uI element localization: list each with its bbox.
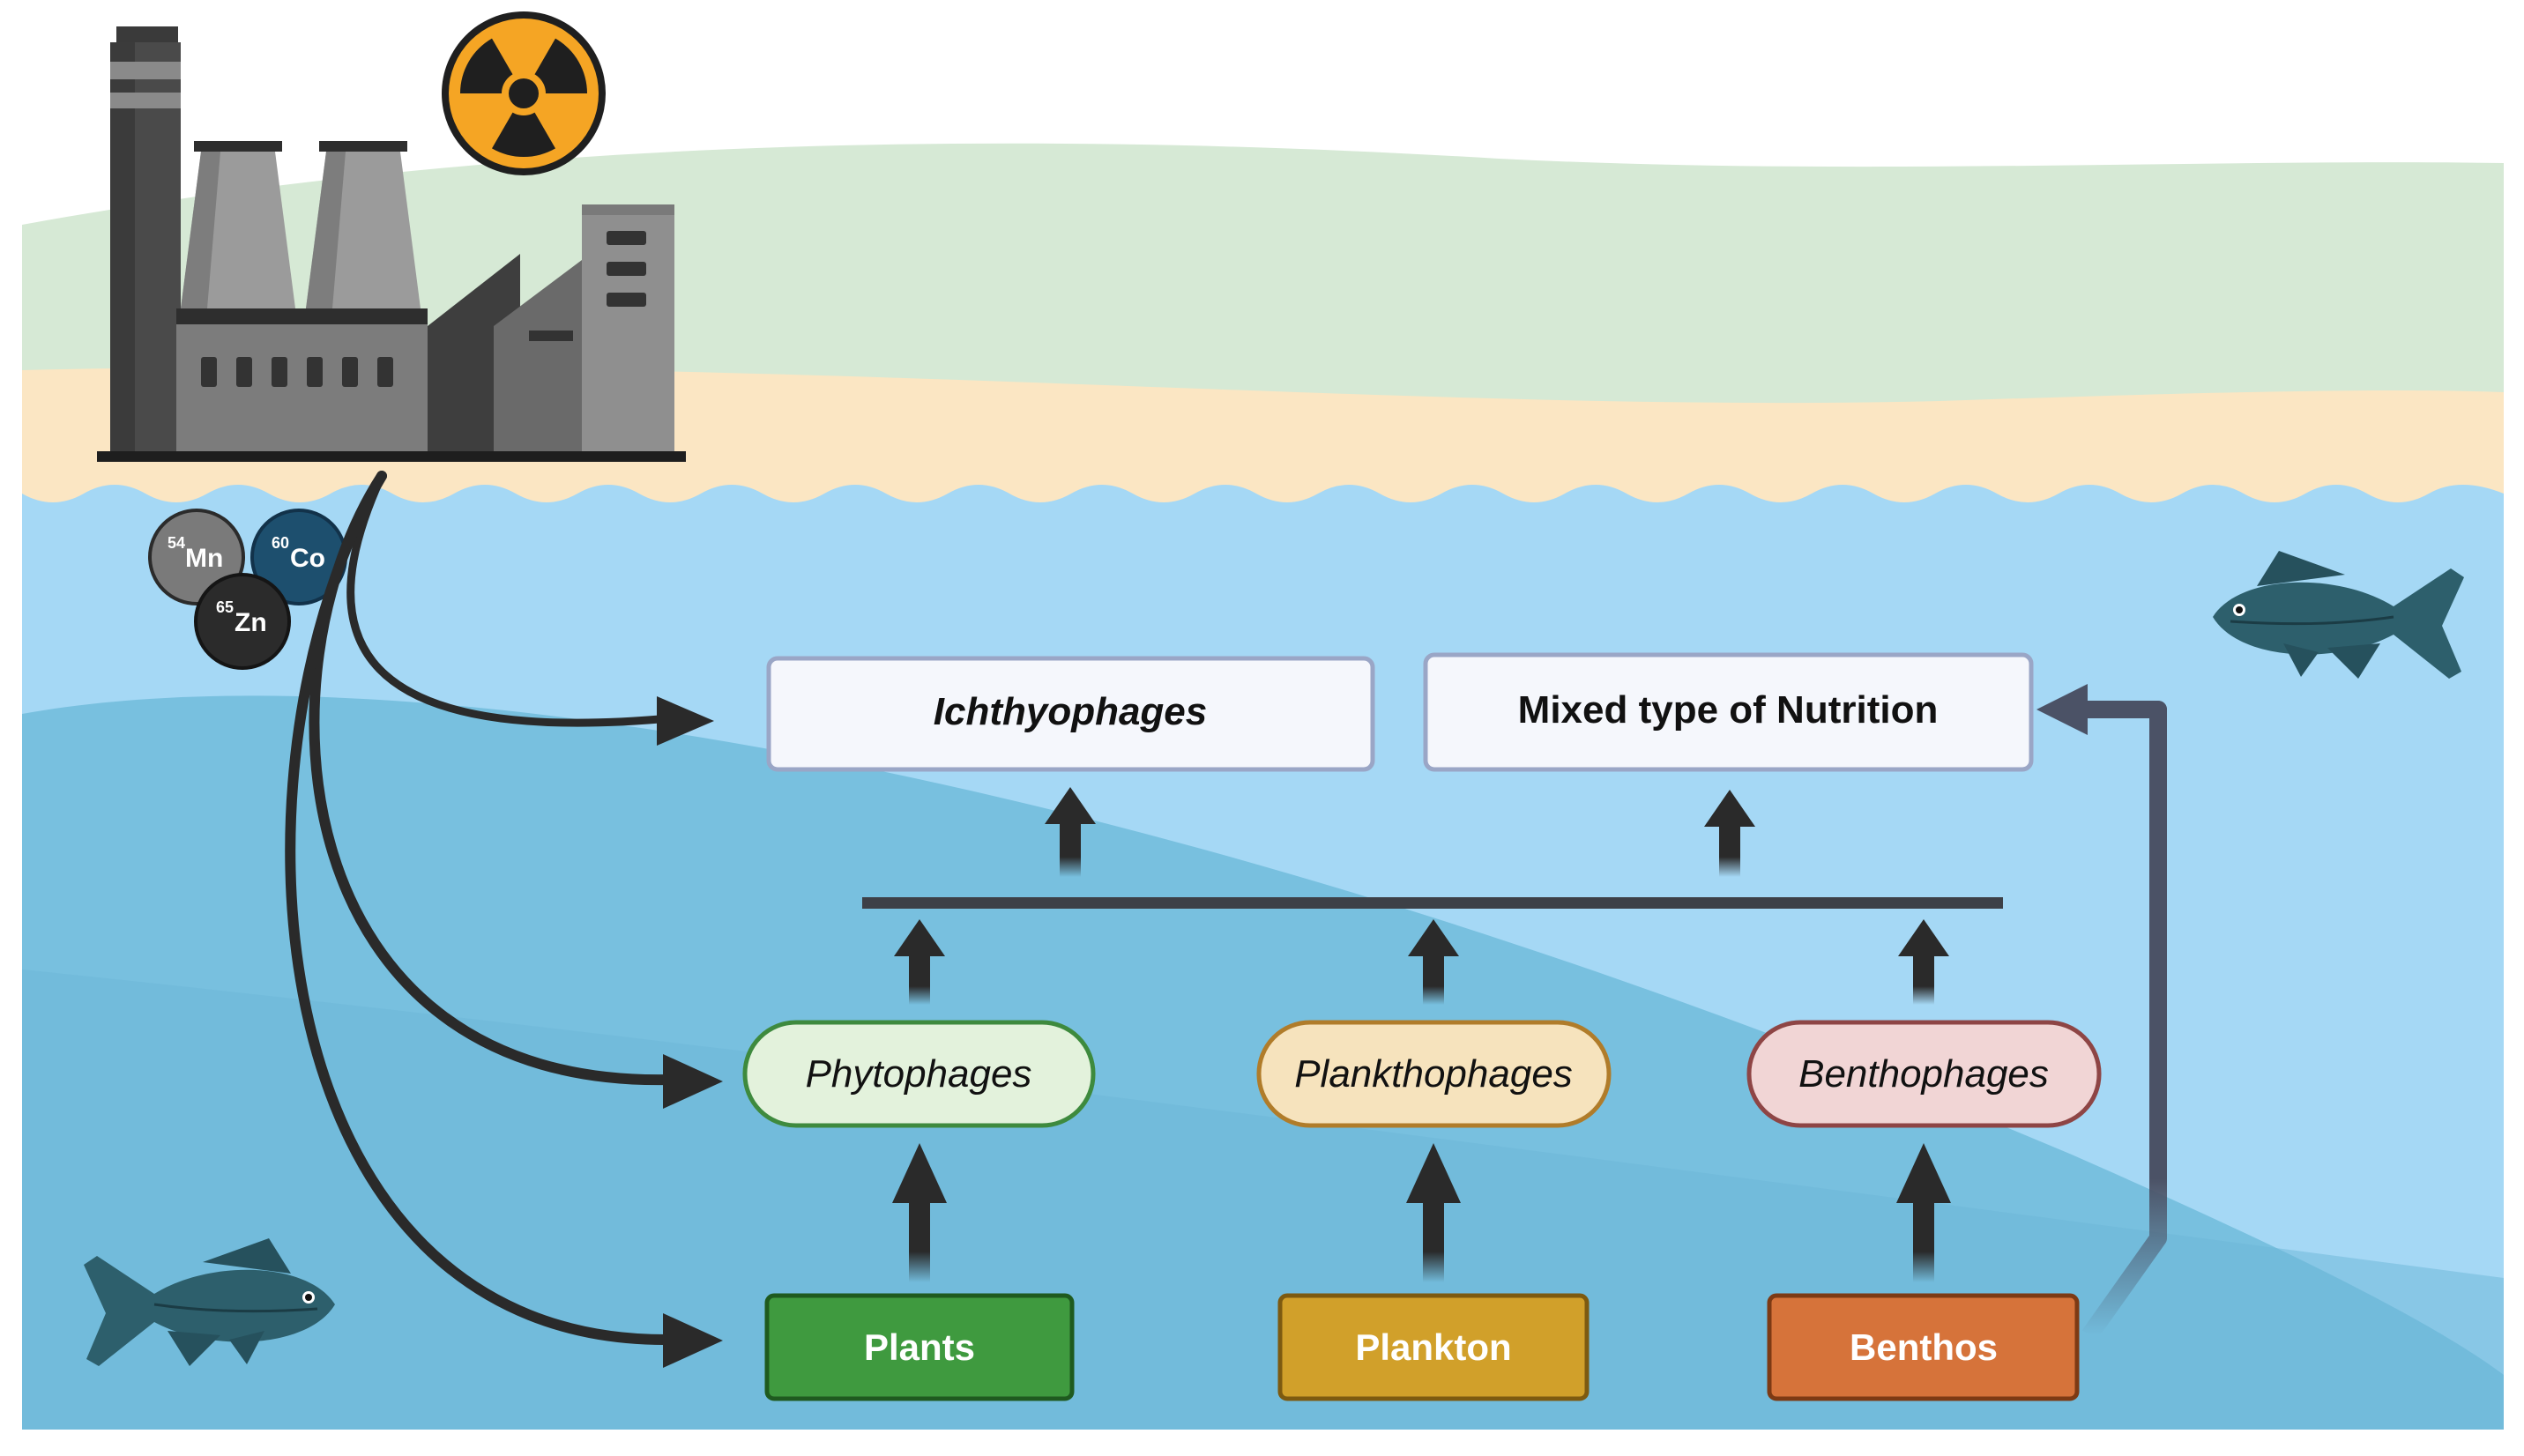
- up-arrows-top: [1045, 787, 1755, 877]
- benthophages-node: Benthophages: [1746, 1020, 2102, 1128]
- isotope-zn-symbol: Zn: [235, 608, 267, 637]
- benthos-to-mixed-arrow: [2036, 684, 2167, 1341]
- isotope-co: 60 Co: [250, 509, 347, 605]
- mixed-nutrition-label: Mixed type of Nutrition: [1518, 688, 1939, 732]
- isotope-zn-mass: 65: [216, 598, 234, 616]
- phytophages-node: Phytophages: [742, 1020, 1096, 1128]
- isotope-co-mass: 60: [272, 534, 289, 552]
- contamination-arrowheads: [657, 696, 723, 1368]
- isotope-co-symbol: Co: [290, 544, 325, 573]
- fish-icon: [2213, 551, 2464, 679]
- plankton-node: Plankton: [1277, 1293, 1590, 1401]
- plankthophages-node: Plankthophages: [1256, 1020, 1612, 1128]
- connector-bar: [862, 897, 2003, 909]
- up-arrows-consumers: [894, 919, 1949, 1005]
- plankton-label: Plankton: [1355, 1326, 1511, 1368]
- isotope-zn: 65 Zn: [194, 573, 291, 670]
- plants-node: Plants: [764, 1293, 1075, 1401]
- fish-icon: [84, 1238, 335, 1366]
- benthophages-label: Benthophages: [1798, 1052, 2049, 1096]
- isotope-mn-symbol: Mn: [185, 544, 223, 573]
- ichthyophages-label: Ichthyophages: [934, 690, 1208, 733]
- benthos-node: Benthos: [1767, 1293, 2080, 1401]
- isotope-cluster: 54 Mn 60 Co 65 Zn: [148, 509, 347, 670]
- plants-label: Plants: [864, 1326, 975, 1368]
- isotope-mn-mass: 54: [168, 534, 185, 552]
- phytophages-label: Phytophages: [806, 1052, 1032, 1096]
- plankthophages-label: Plankthophages: [1294, 1052, 1573, 1096]
- mixed-nutrition-box: Mixed type of Nutrition: [1423, 652, 2034, 772]
- ichthyophages-box: Ichthyophages: [766, 656, 1375, 772]
- factory-icon: [97, 26, 686, 462]
- up-arrows-producers: [892, 1143, 1951, 1282]
- contamination-arrows: [285, 471, 675, 1346]
- radiation-icon: [442, 11, 606, 175]
- benthos-label: Benthos: [1850, 1326, 1998, 1368]
